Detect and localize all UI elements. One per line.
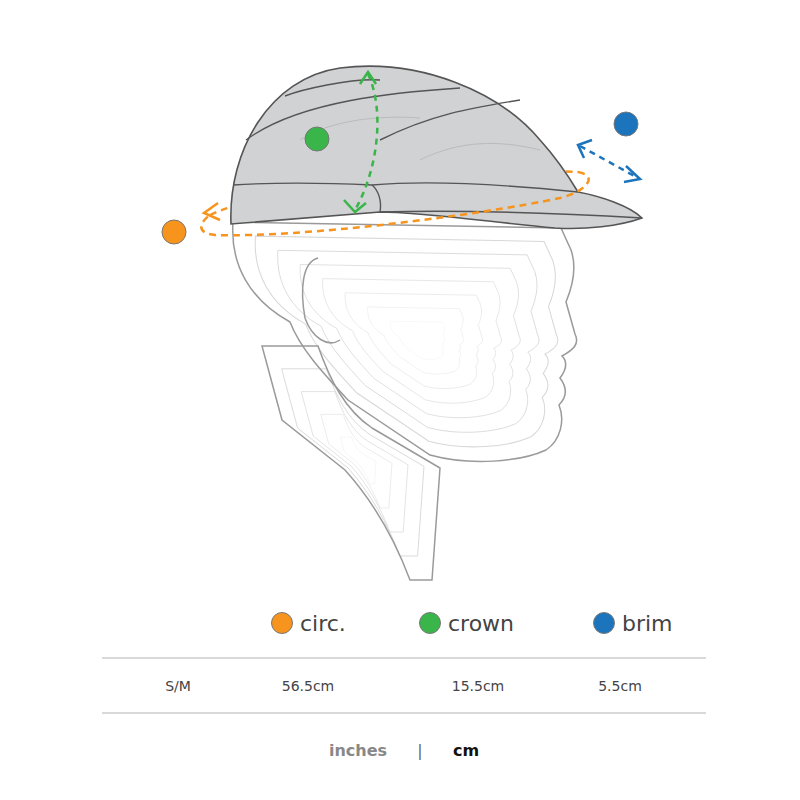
value-cell: 5.5cm [598,678,642,694]
unit-toggle: cm [453,741,479,760]
legend-label: circ. [300,611,346,636]
legend-swatch [419,612,441,634]
legend-label: brim [622,611,673,636]
toggle-divider: | [417,741,422,760]
legend-swatch [593,612,615,634]
value-cell: 15.5cm [452,678,505,694]
value-cell: 56.5cm [282,678,335,694]
size-cell: S/M [165,678,191,694]
legend-label: crown [448,611,514,636]
legend-swatch [271,612,293,634]
unit-toggle: inches [329,741,387,760]
